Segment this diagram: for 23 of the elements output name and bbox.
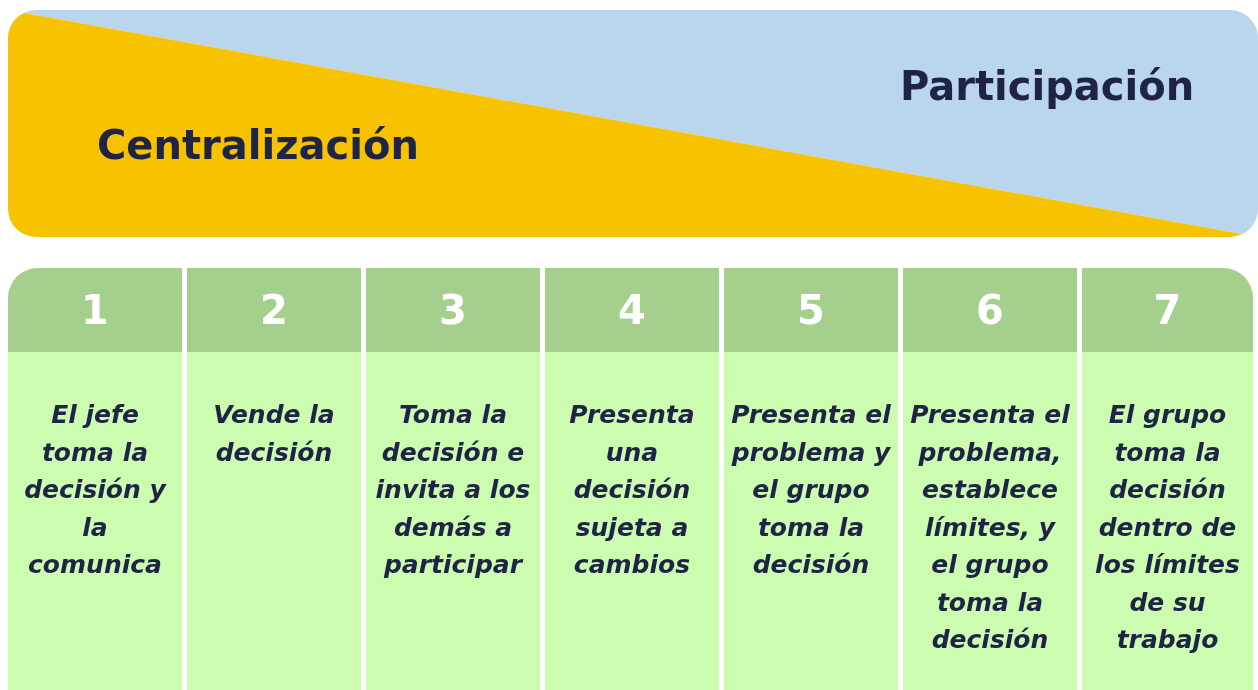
step-description: Presenta el problema, establece límites, y el grupo toma la decisión [909, 399, 1071, 656]
step-column [1082, 268, 1253, 690]
step-description: Vende la decisión [212, 399, 336, 469]
step-description: Toma la decisión e invita a los demás a participar [374, 399, 532, 581]
step-number-header: 3 [366, 268, 540, 352]
step-column [903, 268, 1077, 690]
step-column [545, 268, 719, 690]
step-description: Presenta una decisión sujeta a cambios [568, 399, 696, 581]
step-number-header: 7 [1082, 268, 1253, 352]
step-column [724, 268, 898, 690]
step-description: Presenta el problema y el grupo toma la decisión [730, 399, 892, 581]
axis-label: Centralización [97, 122, 419, 168]
step-number-header: 2 [187, 268, 361, 352]
step-number-header: 4 [545, 268, 719, 352]
step-number-header: 6 [903, 268, 1077, 352]
axis-label: Participación [900, 63, 1195, 109]
step-number-header: 1 [8, 268, 182, 352]
step-column [366, 268, 540, 690]
step-description: El jefe toma la decisión y la comunica [23, 399, 168, 581]
step-column [8, 268, 182, 690]
step-description: El grupo toma la decisión dentro de los límites de su trabajo [1094, 399, 1241, 656]
step-number-header: 5 [724, 268, 898, 352]
step-column [187, 268, 361, 690]
